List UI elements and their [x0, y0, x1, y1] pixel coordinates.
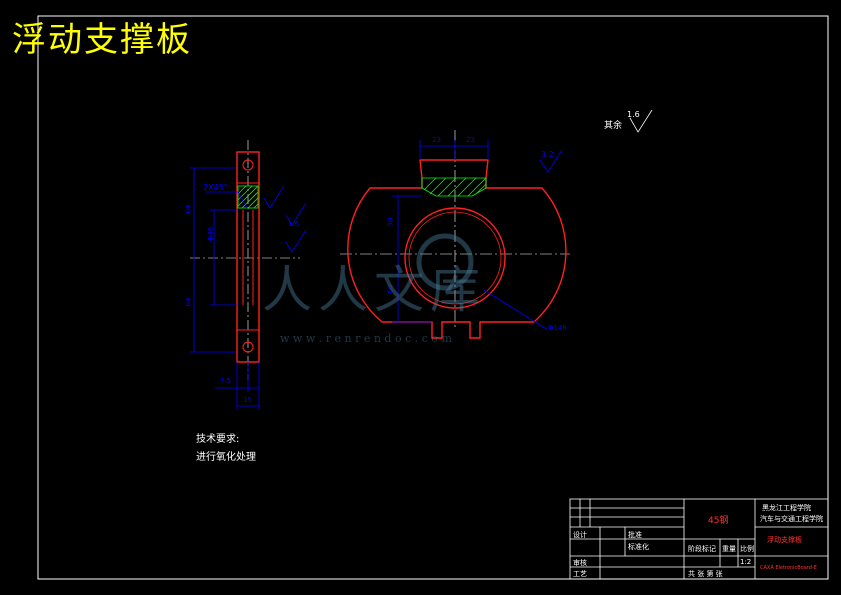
tech-req-line1: 进行氧化处理 — [196, 452, 256, 463]
drawing-frame — [37, 15, 829, 580]
roughness-face: 1.6 — [288, 220, 300, 228]
dim-diameter: Φ148 — [548, 324, 567, 332]
dim-top-right: 23 — [466, 136, 475, 144]
dim-bottom-outer: 15 — [243, 396, 252, 404]
watermark-url: w w w . r e n r e n d o c . c o m — [280, 332, 452, 345]
dim-top-left: 23 — [432, 136, 441, 144]
roughness-side: 3.2 — [541, 150, 554, 159]
tb-sheet-label: 共 张 第 张 — [688, 570, 723, 578]
dim-left-lower: 64 — [184, 297, 193, 307]
tb-designer-label: 设计 — [573, 531, 587, 539]
tb-process-label: 工艺 — [573, 570, 587, 578]
chamfer-label: 2X45° — [203, 183, 228, 192]
tb-software: CAXA EletronicBoard-E — [760, 565, 817, 571]
tb-scale: 1:2 — [740, 558, 752, 566]
roughness-general: 1.6 — [627, 110, 640, 119]
dim-left-mid: Φ46 — [207, 226, 216, 242]
front-view — [340, 109, 653, 339]
watermark-logo — [416, 233, 474, 291]
tb-std-label: 标准化 — [628, 543, 649, 551]
dim-bottom-inner: 7.5 — [220, 377, 232, 385]
tb-material: 45钢 — [708, 516, 729, 526]
tb-review-label: 审核 — [573, 559, 587, 567]
tb-ratio-label: 比例 — [740, 545, 754, 553]
title-block — [569, 498, 829, 580]
watermark-text: 人人文库 — [262, 261, 486, 319]
tb-school-line1: 黑龙江工程学院 — [762, 504, 811, 512]
tb-weight-label: 重量 — [722, 545, 736, 553]
tech-req-heading: 技术要求: — [196, 434, 240, 445]
side-view — [190, 140, 307, 410]
dim-vert-upper: 50 — [386, 217, 395, 227]
tb-stage-label: 阶段标记 — [688, 545, 716, 553]
tb-approve-label: 批准 — [628, 531, 642, 539]
surface-note: 其余 — [604, 121, 623, 131]
tb-part-name: 浮动支撑板 — [767, 536, 802, 544]
tb-school-line2: 汽车与交通工程学院 — [760, 515, 823, 523]
dim-left-upper: 64 — [184, 204, 193, 214]
drawing-title: 浮动支撑板 — [12, 20, 192, 60]
